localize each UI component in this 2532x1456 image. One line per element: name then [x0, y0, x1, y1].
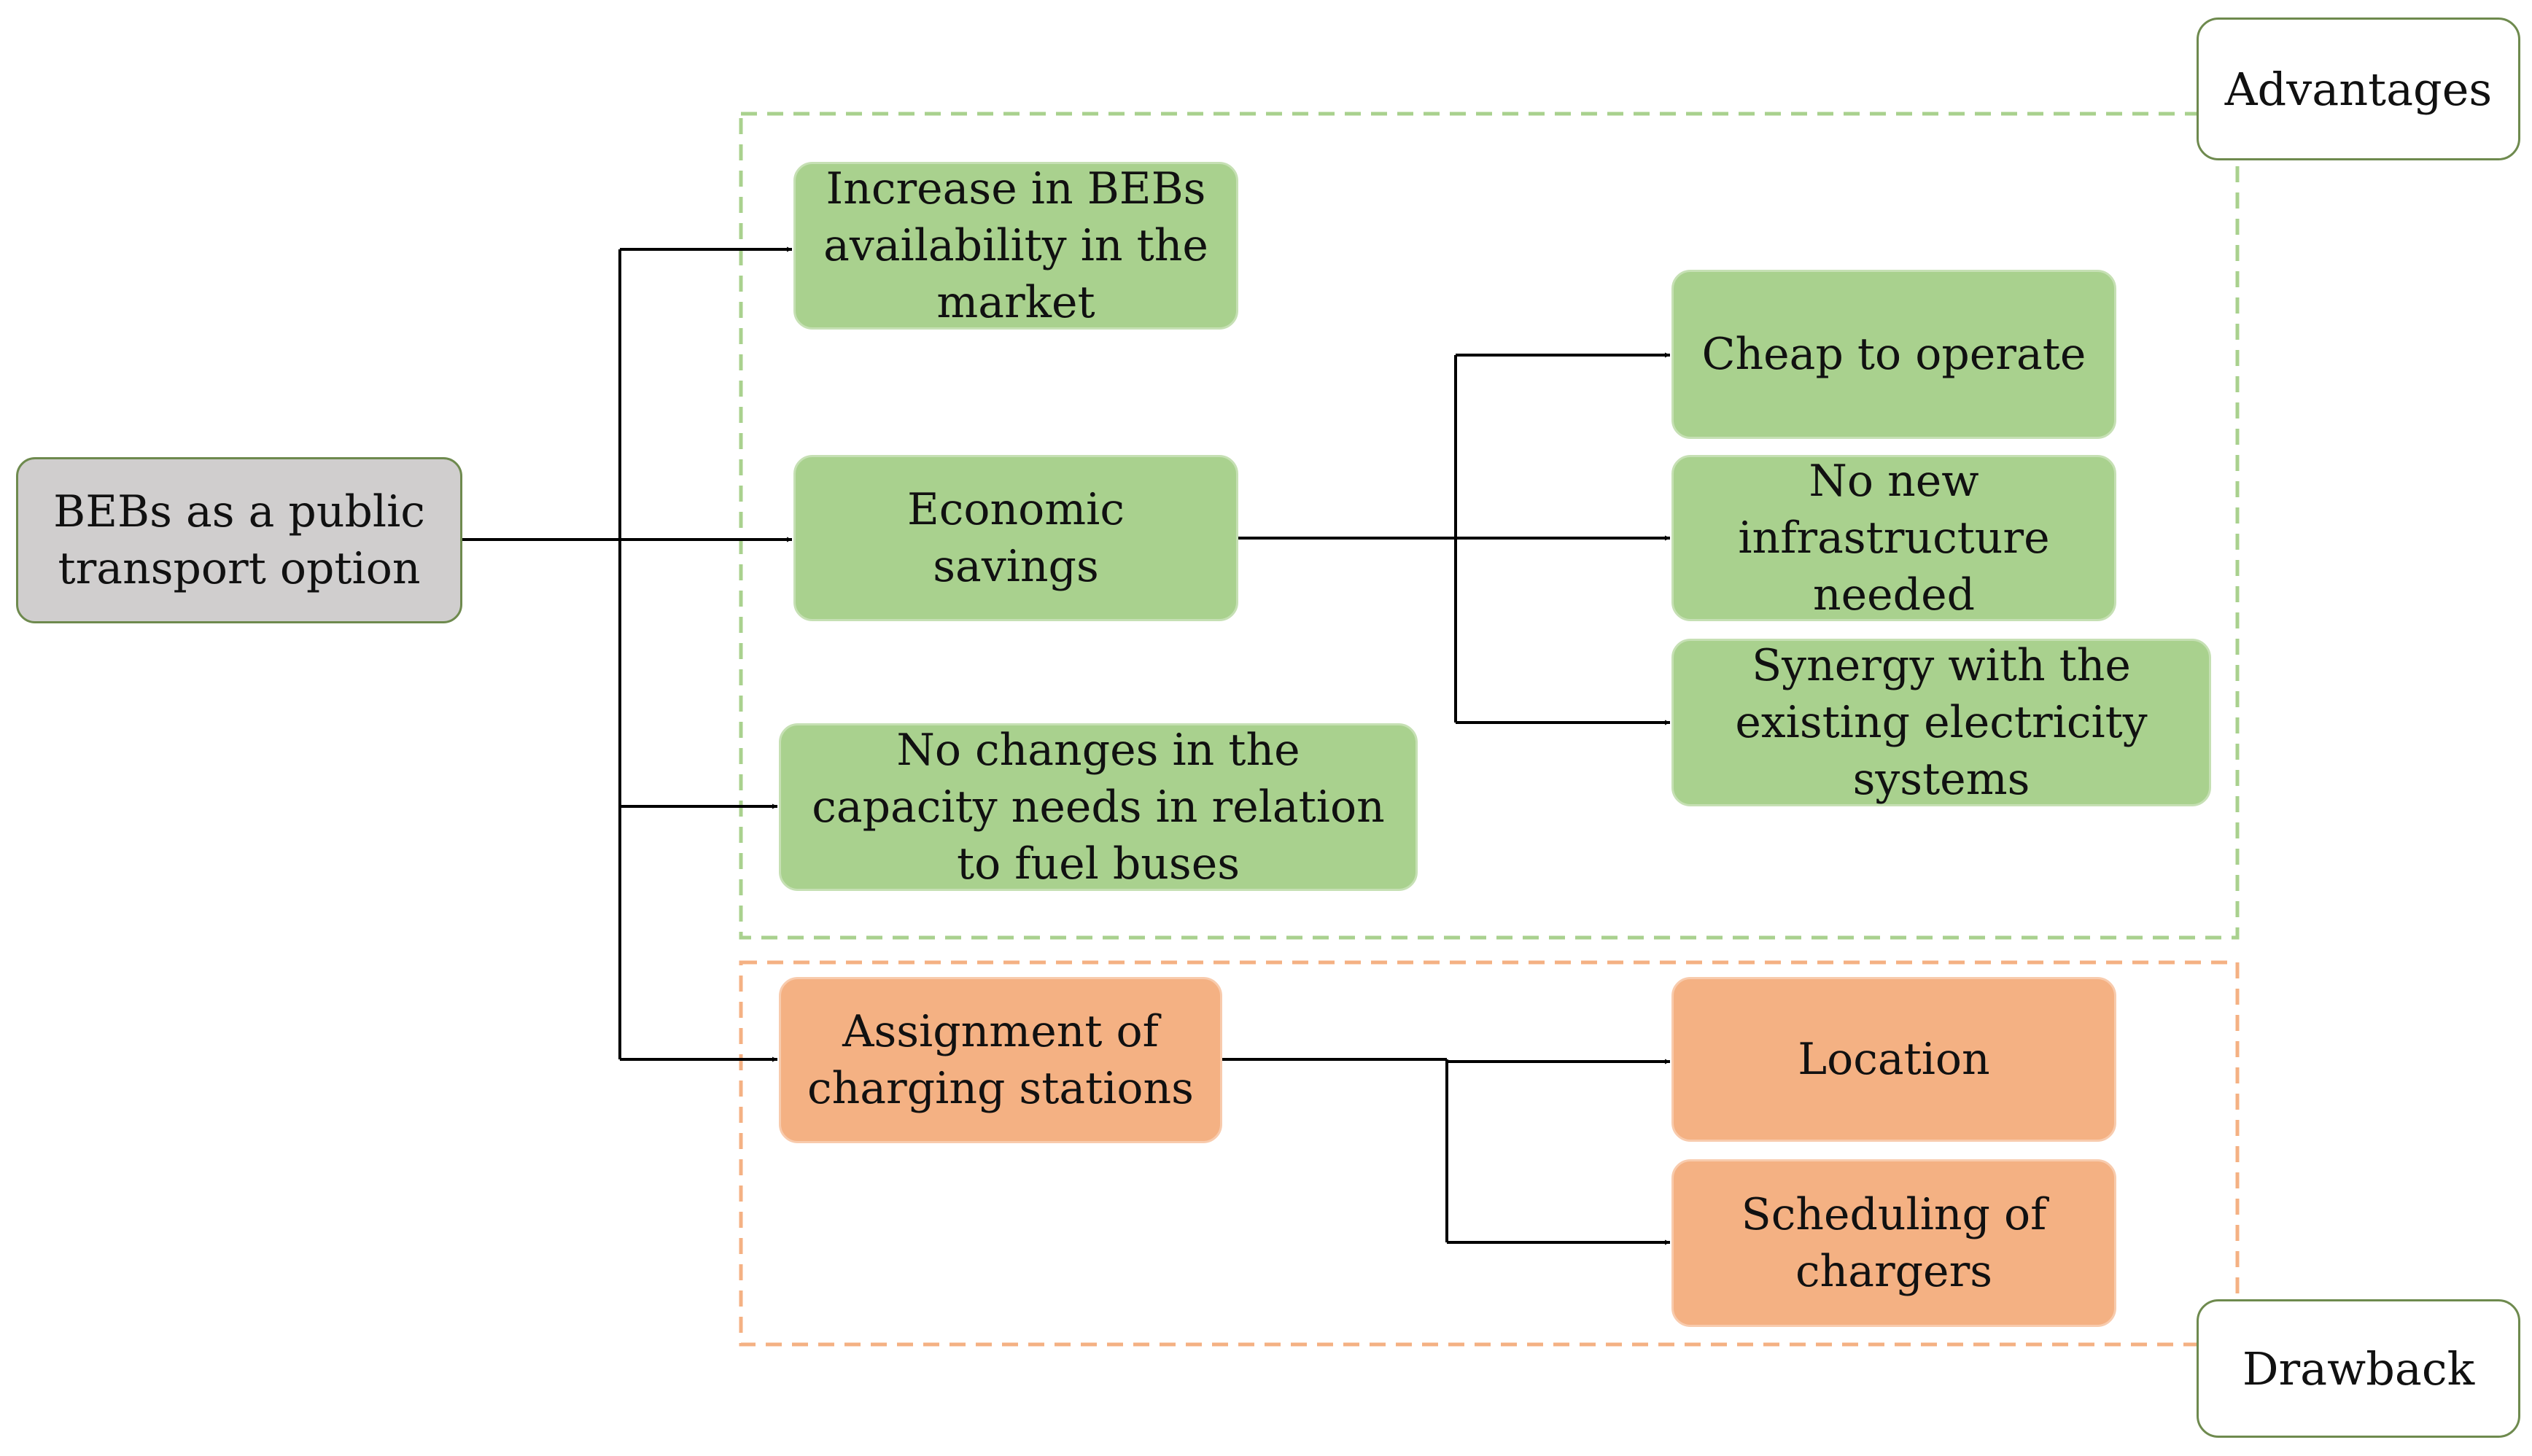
cheap-to-operate-label: Cheap to operate: [1701, 329, 2086, 380]
no-capacity-changes-label: No changes in the capacity needs in rela…: [812, 725, 1385, 889]
economic-savings-label: Economic savings: [907, 484, 1125, 592]
increase-availability-node: Increase in BEBs availability in the mar…: [793, 162, 1238, 330]
drawback-group-box: [739, 960, 2240, 1347]
location-label: Location: [1798, 1034, 1990, 1085]
scheduling-chargers-node: Scheduling of chargers: [1671, 1159, 2116, 1327]
cheap-to-operate-node: Cheap to operate: [1671, 270, 2116, 439]
increase-availability-label: Increase in BEBs availability in the mar…: [823, 163, 1208, 328]
drawback-label-text: Drawback: [2242, 1342, 2475, 1395]
advantages-group-box: [739, 112, 2240, 940]
drawback-label: Drawback: [2197, 1299, 2520, 1438]
root-node: BEBs as a public transport option: [16, 457, 462, 623]
location-node: Location: [1671, 977, 2116, 1142]
advantages-label: Advantages: [2197, 17, 2520, 160]
root-connectors: [461, 246, 792, 1062]
economic-savings-node: Economic savings: [793, 455, 1238, 621]
assignment-connectors: [1222, 1058, 1670, 1245]
economic-connectors: [1238, 352, 1670, 725]
assignment-charging-node: Assignment of charging stations: [779, 977, 1222, 1143]
root-node-label: BEBs as a public transport option: [53, 486, 425, 594]
no-new-infrastructure-node: No new infrastructure needed: [1671, 455, 2116, 621]
advantages-label-text: Advantages: [2224, 62, 2493, 116]
synergy-electricity-label: Synergy with the existing electricity sy…: [1735, 640, 2148, 805]
no-new-infrastructure-label: No new infrastructure needed: [1738, 456, 2050, 620]
assignment-charging-label: Assignment of charging stations: [807, 1006, 1194, 1114]
no-capacity-changes-node: No changes in the capacity needs in rela…: [779, 723, 1418, 891]
scheduling-chargers-label: Scheduling of chargers: [1741, 1189, 2047, 1297]
synergy-electricity-node: Synergy with the existing electricity sy…: [1671, 639, 2211, 806]
